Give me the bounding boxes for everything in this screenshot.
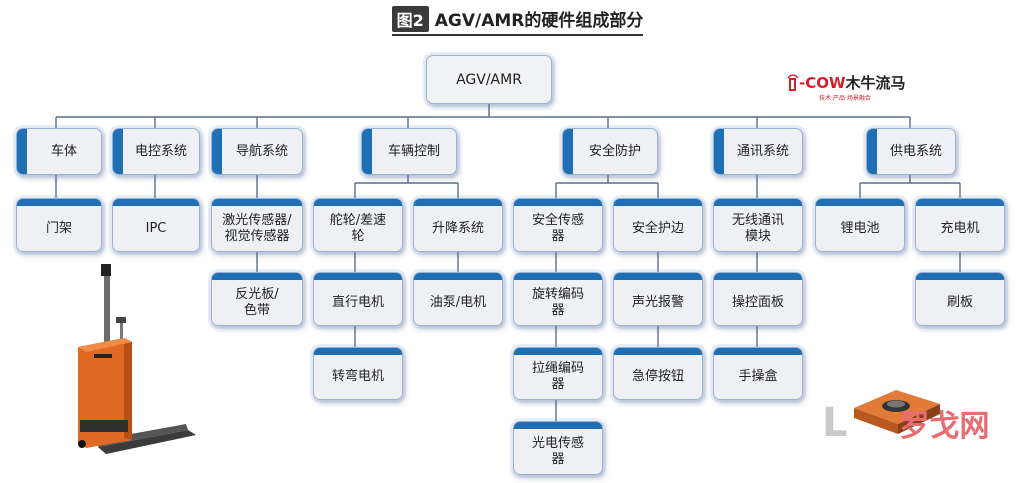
node-mast: 门架 (16, 198, 102, 252)
category-power: 供电系统 (866, 128, 956, 175)
node-control-panel: 操控面板 (713, 272, 803, 326)
node-handheld-controller: 手操盒 (713, 347, 803, 400)
node-wireless-module: 无线通讯模块 (713, 198, 803, 252)
root-node: AGV/AMR (426, 55, 552, 104)
category-communication: 通讯系统 (713, 128, 803, 175)
node-safety-edge: 安全护边 (613, 198, 703, 252)
logo-brand-cn: 木牛流马 (845, 74, 906, 92)
brand-logo: -COW木牛流马 技术·产品·场景融合 (787, 72, 906, 102)
node-charger: 充电机 (915, 198, 1005, 252)
node-emergency-stop: 急停按钮 (613, 347, 703, 400)
node-turning-motor: 转弯电机 (313, 347, 403, 400)
node-photoelectric-sensor: 光电传感器 (513, 421, 603, 475)
category-navigation: 导航系统 (211, 128, 303, 175)
node-safety-sensor: 安全传感器 (513, 198, 603, 252)
logo-tagline: 技术·产品·场景融合 (819, 95, 871, 102)
forklift-agv-image (78, 264, 196, 454)
node-brush-plate: 刷板 (915, 272, 1005, 326)
category-car-body: 车体 (16, 128, 102, 175)
node-lift-system: 升降系统 (413, 198, 503, 252)
watermark-latin: L (822, 400, 848, 446)
node-sound-light-alarm: 声光报警 (613, 272, 703, 326)
node-straight-motor: 直行电机 (313, 272, 403, 326)
node-oil-pump-motor: 油泵/电机 (413, 272, 503, 326)
node-ipc: IPC (112, 198, 200, 252)
signal-icon (787, 74, 799, 91)
node-draw-wire-encoder: 拉绳编码器 (513, 347, 603, 400)
category-vehicle-control: 车辆控制 (361, 128, 457, 175)
amr-robot-image (854, 390, 940, 434)
watermark-cn: 罗戈网 (899, 409, 990, 444)
logo-brand: -COW (799, 74, 846, 92)
node-laser-vision-sensor: 激光传感器/视觉传感器 (211, 198, 303, 252)
node-steering-differential-wheel: 舵轮/差速轮 (313, 198, 403, 252)
node-lithium-battery: 锂电池 (815, 198, 905, 252)
node-rotary-encoder: 旋转编码器 (513, 272, 603, 326)
watermark: L 罗戈网 (822, 400, 990, 446)
figure-title: AGV/AMR的硬件组成部分 (434, 11, 644, 31)
category-electric-control: 电控系统 (112, 128, 200, 175)
figure-tag: 图2 (391, 6, 429, 32)
category-safety: 安全防护 (562, 128, 658, 175)
node-reflector-tape: 反光板/色带 (211, 272, 303, 326)
